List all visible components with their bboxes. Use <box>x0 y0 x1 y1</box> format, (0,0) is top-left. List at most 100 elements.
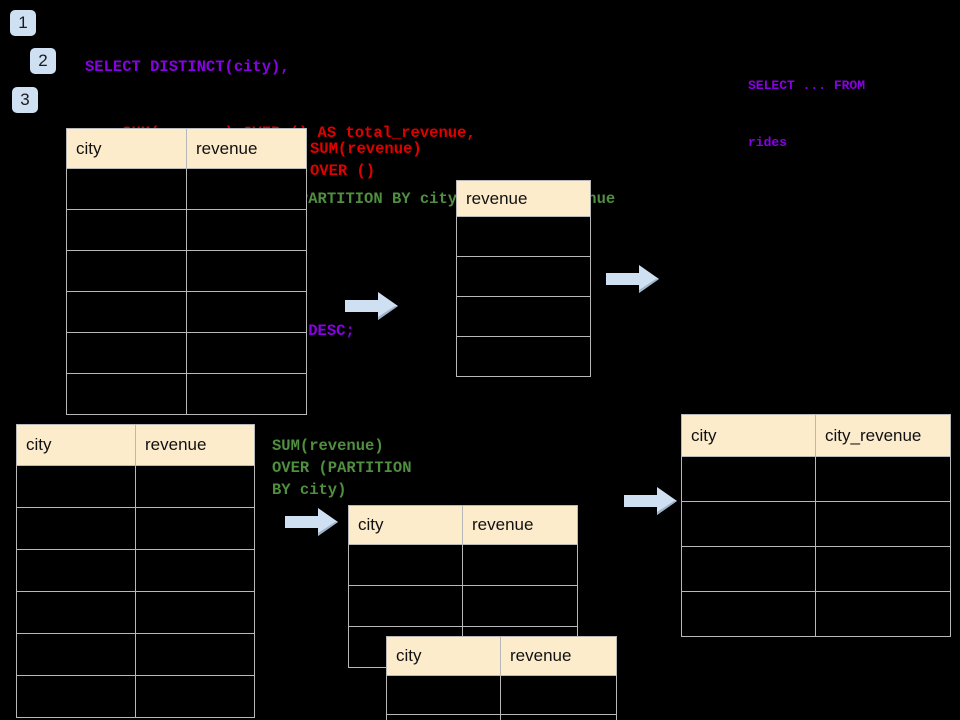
cell-revenue <box>135 549 255 592</box>
table-header-row: city revenue <box>66 128 307 169</box>
column-header-city: city <box>16 424 136 466</box>
column-header-city-revenue: city_revenue <box>815 414 951 457</box>
table-header-row: city city_revenue <box>681 414 951 457</box>
table-row <box>681 546 951 592</box>
column-header-revenue: revenue <box>135 424 255 466</box>
table-row <box>456 216 591 257</box>
table-row <box>66 373 307 415</box>
cell-revenue <box>135 633 255 676</box>
cell-city <box>348 544 463 586</box>
table-header-row: city revenue <box>348 505 578 545</box>
table-row <box>348 585 578 627</box>
cell-city <box>386 714 501 720</box>
table-row <box>386 675 617 715</box>
table-row <box>456 296 591 337</box>
cell-city <box>348 585 463 627</box>
rides-source-table: city revenue <box>66 128 307 415</box>
column-header-city: city <box>348 505 463 545</box>
city-revenue-result-table: city city_revenue <box>681 414 951 637</box>
table-row <box>66 168 307 210</box>
arrow-rides-to-total-revenue <box>345 291 399 321</box>
cell-city-revenue <box>815 591 951 637</box>
subquery-note-line-1: SELECT ... FROM <box>748 78 866 93</box>
cell-city <box>386 675 501 715</box>
step-badge-1: 1 <box>10 10 36 36</box>
subquery-note: SELECT ... FROM rides <box>748 38 865 190</box>
cell-city <box>681 456 816 502</box>
table-row <box>16 591 255 634</box>
table-row <box>16 549 255 592</box>
table-row <box>456 256 591 297</box>
table-row <box>681 501 951 547</box>
cell-revenue <box>186 209 307 251</box>
table-row <box>16 465 255 508</box>
annotation-over-partition: SUM(revenue) OVER (PARTITION BY city) <box>272 437 412 499</box>
table-row <box>66 291 307 333</box>
cell-city <box>66 332 187 374</box>
cell-city <box>16 633 136 676</box>
cell-city <box>66 209 187 251</box>
cell-city-revenue <box>815 501 951 547</box>
table-row <box>348 544 578 586</box>
partition-group-table-b: city revenue <box>386 636 617 720</box>
table-row <box>681 456 951 502</box>
step-badge-3: 3 <box>12 87 38 113</box>
table-row <box>66 332 307 374</box>
cell-city <box>16 591 136 634</box>
cell-city <box>16 465 136 508</box>
cell-city-revenue <box>815 456 951 502</box>
table-row <box>681 591 951 637</box>
arrow-total-revenue-to-result <box>606 264 660 294</box>
cell-revenue <box>456 336 591 377</box>
cell-city <box>681 546 816 592</box>
column-header-revenue: revenue <box>456 180 591 217</box>
table-row <box>66 209 307 251</box>
table-row <box>456 336 591 377</box>
table-header-row: city revenue <box>386 636 617 676</box>
table-header-row: revenue <box>456 180 591 217</box>
table-row <box>16 633 255 676</box>
total-revenue-table: revenue <box>456 180 591 377</box>
table-row <box>66 250 307 292</box>
table-row <box>16 675 255 718</box>
rides-source-table-2: city revenue <box>16 424 255 718</box>
column-header-city: city <box>681 414 816 457</box>
cell-revenue <box>456 256 591 297</box>
table-row <box>386 714 617 720</box>
step-badge-2: 2 <box>30 48 56 74</box>
cell-revenue <box>500 714 617 720</box>
cell-city <box>66 291 187 333</box>
cell-city <box>66 168 187 210</box>
cell-revenue <box>135 675 255 718</box>
cell-city <box>681 591 816 637</box>
column-header-revenue: revenue <box>462 505 578 545</box>
cell-revenue <box>186 250 307 292</box>
cell-city <box>66 373 187 415</box>
annotation-over-empty: SUM(revenue) OVER () <box>310 140 422 180</box>
cell-revenue <box>462 544 578 586</box>
cell-revenue <box>186 291 307 333</box>
cell-revenue <box>462 585 578 627</box>
cell-city <box>66 250 187 292</box>
cell-city <box>16 507 136 550</box>
table-row <box>16 507 255 550</box>
arrow-rides-to-partition <box>285 507 339 537</box>
cell-city <box>16 549 136 592</box>
column-header-revenue: revenue <box>186 128 307 169</box>
cell-revenue <box>135 591 255 634</box>
cell-revenue <box>186 332 307 374</box>
table-header-row: city revenue <box>16 424 255 466</box>
cell-city-revenue <box>815 546 951 592</box>
cell-city <box>16 675 136 718</box>
cell-city <box>681 501 816 547</box>
cell-revenue <box>456 296 591 337</box>
cell-revenue <box>186 373 307 415</box>
cell-revenue <box>456 216 591 257</box>
column-header-city: city <box>386 636 501 676</box>
cell-revenue <box>186 168 307 210</box>
subquery-note-line-2: rides <box>748 135 788 150</box>
column-header-revenue: revenue <box>500 636 617 676</box>
sql-line-select: SELECT DISTINCT(city), <box>85 58 290 76</box>
column-header-city: city <box>66 128 187 169</box>
cell-revenue <box>135 507 255 550</box>
